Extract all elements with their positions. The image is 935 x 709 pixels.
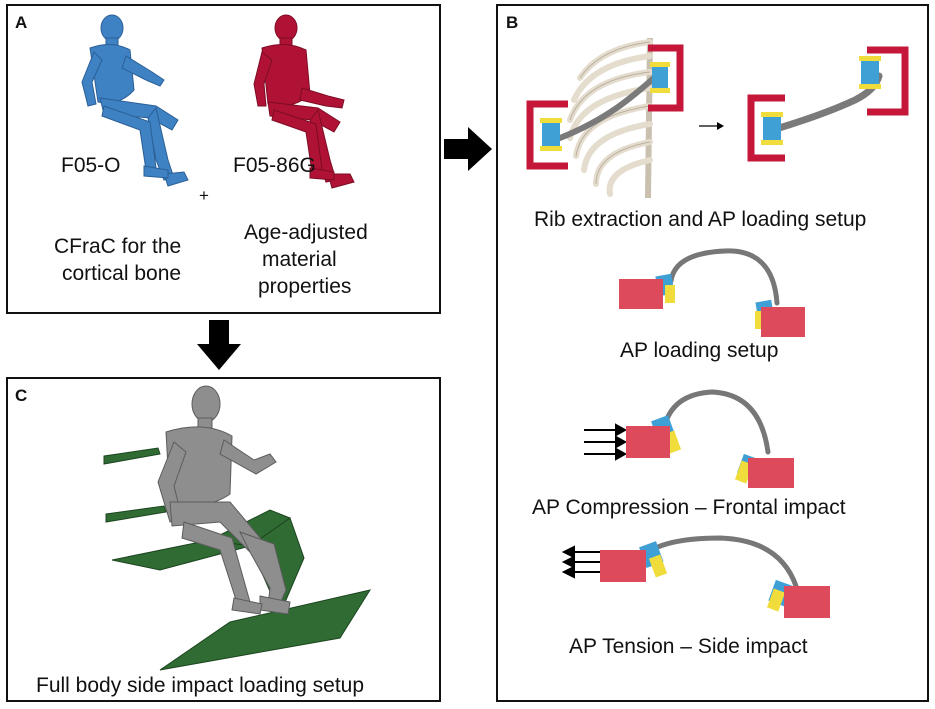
panel-a bbox=[6, 4, 441, 314]
ap-compression-diagram bbox=[584, 389, 794, 488]
caption-age-line2: material bbox=[262, 248, 337, 271]
full-body-impact-model bbox=[103, 385, 372, 671]
caption-cfrac-line2: cortical bone bbox=[62, 262, 182, 285]
extracted-rib-diagram bbox=[747, 46, 909, 162]
caption-age-line3: properties bbox=[258, 275, 352, 298]
blue-human-model bbox=[81, 14, 189, 187]
red-human-model bbox=[253, 14, 355, 189]
rib-cage-diagram bbox=[526, 37, 684, 199]
caption-ap-loading-setup: AP loading setup bbox=[620, 339, 779, 362]
panel-a-label: A bbox=[15, 13, 28, 32]
ap-tension-diagram bbox=[561, 535, 830, 618]
caption-ap-tension: AP Tension – Side impact bbox=[569, 635, 808, 658]
panel-b-label: B bbox=[506, 13, 519, 32]
caption-age-line1: Age-adjusted bbox=[244, 221, 368, 244]
arrow-down-icon bbox=[197, 320, 241, 370]
panel-c-label: C bbox=[15, 386, 28, 405]
panel-c-caption: Full body side impact loading setup bbox=[36, 674, 365, 697]
ap-loading-setup-diagram bbox=[619, 248, 805, 337]
caption-rib-extraction: Rib extraction and AP loading setup bbox=[534, 208, 867, 231]
arrow-right-icon bbox=[444, 127, 492, 171]
model-label-f05-o: F05-O bbox=[61, 154, 121, 177]
caption-cfrac-line1: CFraC for the bbox=[54, 235, 182, 258]
small-arrow-right-icon bbox=[699, 122, 724, 130]
caption-ap-compression: AP Compression – Frontal impact bbox=[532, 496, 846, 519]
model-label-f05-86g: F05-86G bbox=[233, 154, 316, 177]
plus-sign: + bbox=[199, 186, 209, 205]
